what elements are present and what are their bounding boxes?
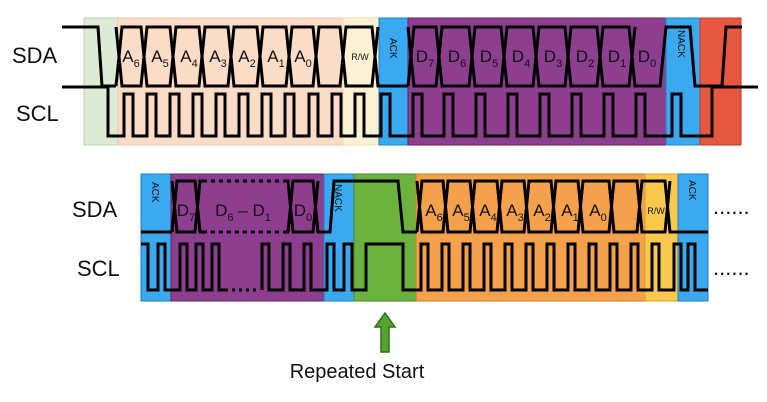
row1-scl-wave <box>62 85 758 138</box>
row1-data-bits: D7 D6 D5 D4 D3 D2 D1 D0 <box>416 47 656 70</box>
row2-ack-end-segment <box>677 173 709 302</box>
row2-data-segment <box>170 173 325 302</box>
row1-bit-a4: A4 <box>180 47 197 70</box>
row2-bit-a6: A6 <box>425 201 442 224</box>
row1-rw-label: R/W <box>351 52 369 62</box>
row2-repeated-start-segment <box>353 173 417 302</box>
row2-rw-label: R/W <box>647 206 665 216</box>
row2-sda-wave <box>141 179 708 234</box>
row2-scl-wave <box>141 242 708 292</box>
row2-address-segment <box>415 173 646 302</box>
row2-scl-label: SCL <box>77 256 120 281</box>
row1-ack-label: ACK <box>387 38 398 59</box>
row2-nack-label: NACK <box>332 184 343 212</box>
row1-bit-d1: D1 <box>608 47 626 70</box>
row1-bit-a3: A3 <box>209 47 226 70</box>
repeated-start-arrow-icon <box>373 311 397 353</box>
row2-ack-label: ACK <box>149 182 160 203</box>
row2-sda-label: SDA <box>72 197 118 222</box>
row2-ack-end-label: ACK <box>686 180 697 201</box>
row2-bit-a3: A3 <box>506 201 523 224</box>
row2-scl-continuation: ...... <box>713 255 750 280</box>
row2-bit-d0: D0 <box>294 201 312 224</box>
row2-bit-a4: A4 <box>479 201 496 224</box>
row1-bit-d3: D3 <box>544 47 562 70</box>
row2-bit-a2: A2 <box>533 201 550 224</box>
row2-address-bits: A6 A5 A4 A3 A2 A1 A0 <box>425 201 606 224</box>
row1-stop-segment <box>699 17 742 146</box>
row1-sda-wave <box>62 25 742 88</box>
row1-bit-d4: D4 <box>512 47 530 70</box>
row1-bit-d6: D6 <box>448 47 466 70</box>
row1-address-bits: A6 A5 A4 A3 A2 A1 A0 <box>122 47 311 70</box>
row1-bit-d2: D2 <box>576 47 594 70</box>
repeated-start-caption: Repeated Start <box>290 361 425 383</box>
row1-scl-label: SCL <box>16 101 59 126</box>
row1-bit-a2: A2 <box>238 47 255 70</box>
row2-sda-continuation: ...... <box>713 194 750 219</box>
row1-bit-a6: A6 <box>122 47 139 70</box>
row1-bit-d7: D7 <box>416 47 434 70</box>
row1-bit-d5: D5 <box>480 47 498 70</box>
row1-bit-a0: A0 <box>294 47 311 70</box>
row2-nack-segment <box>323 173 355 302</box>
row1-nack-label: NACK <box>675 30 686 58</box>
row2-bit-a1: A1 <box>561 201 578 224</box>
row1-bit-a5: A5 <box>151 47 168 70</box>
row2-bit-range: D6 – D1 <box>215 201 271 224</box>
row2-bit-a5: A5 <box>452 201 469 224</box>
row2-bit-d7: D7 <box>177 201 195 224</box>
row1-bit-a1: A1 <box>267 47 284 70</box>
row2-bit-a0: A0 <box>589 201 606 224</box>
row1-bit-d0: D0 <box>638 47 656 70</box>
row1-sda-label: SDA <box>12 43 58 68</box>
